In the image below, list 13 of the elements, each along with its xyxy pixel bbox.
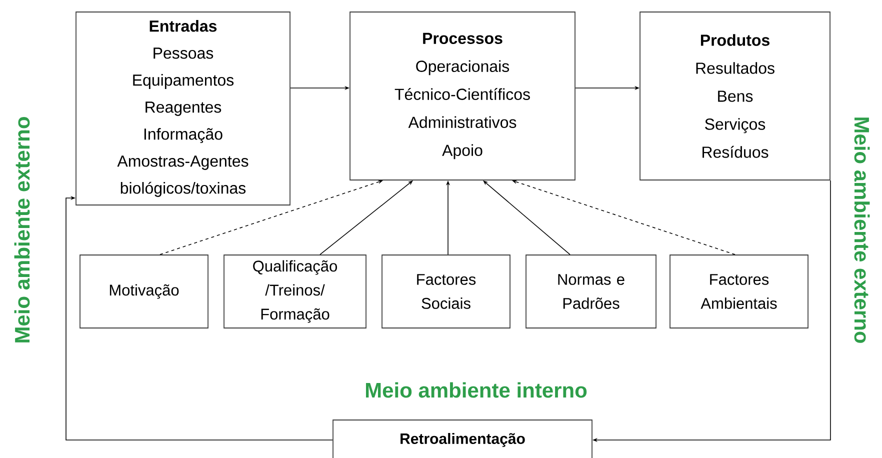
factor-box: Motivação bbox=[80, 254, 208, 328]
input-box: Entradas Pessoas Equipamentos Reagentes Informação Amostras-Agentes biológicos/toxinas bbox=[76, 12, 290, 206]
process-box: Processos Operacionais Técnico-Científicos Administrativos Apoio bbox=[350, 12, 576, 180]
factor-box: Qualificação /Treinos/ Formação bbox=[224, 254, 366, 328]
feedback-box: Retroalimentação bbox=[332, 420, 592, 458]
factor-box: Normas e Padrões bbox=[526, 254, 656, 328]
factor-box: Factores Sociais bbox=[382, 254, 510, 328]
output-box: Produtos Resultados Bens Serviços Resíduos bbox=[640, 12, 830, 180]
factor-box: Factores Ambientais bbox=[670, 254, 808, 328]
region-label: Meio ambiente externo bbox=[14, 117, 30, 342]
arrow bbox=[66, 196, 333, 440]
region-label: Meio ambiente interno bbox=[366, 382, 587, 398]
region-label: Meio ambiente externo bbox=[854, 118, 870, 343]
